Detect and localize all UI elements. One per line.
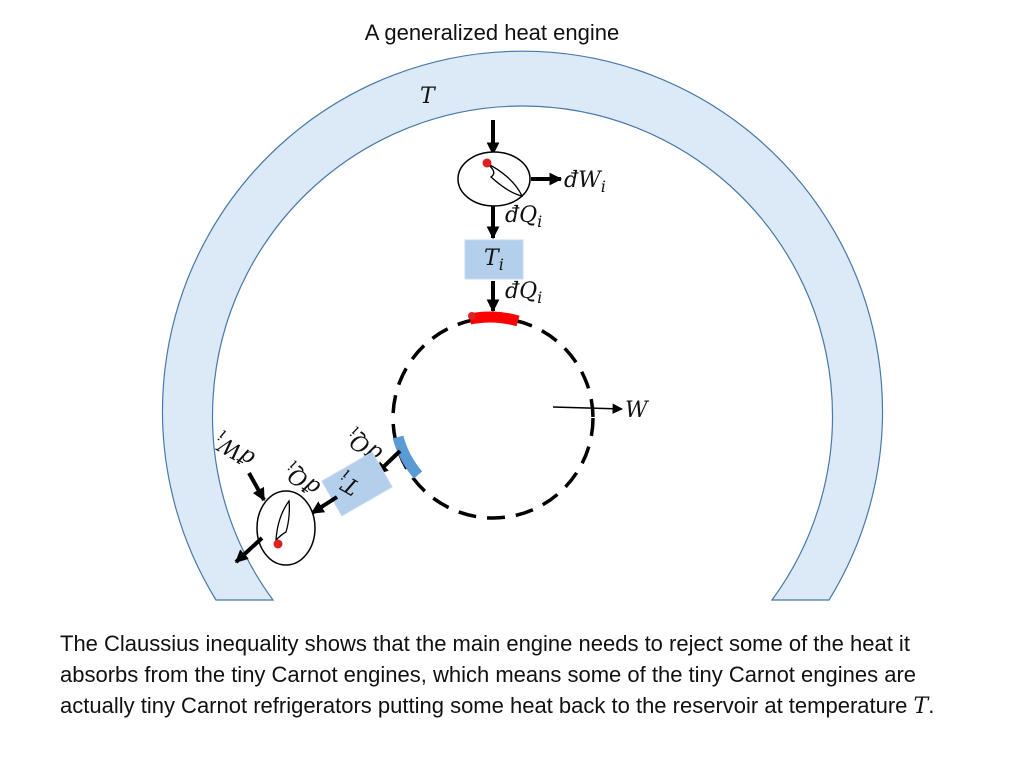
caption-end: . [928,693,935,718]
hot-heat-intake-arc [468,311,520,327]
heat-out-arrow-bottom [234,536,264,564]
heat-label-top-2: đQi [505,279,542,307]
work-in-arrow-bottom [247,472,266,502]
heat-label-top-1: đQi [505,203,542,231]
reservoir-temp-label: T [420,84,437,109]
work-label-bottom: đWi [210,426,260,471]
caption-paragraph: The Claussius inequality shows that the … [60,628,970,722]
caption-text: The Claussius inequality shows that the … [60,631,917,718]
intermediate-reservoir-top [464,239,524,280]
state-dot-main [468,312,476,320]
main-engine-cycle [391,316,595,520]
pv-cycle-icon-bottom [275,499,291,542]
reservoir-ring [161,50,884,601]
work-label-top: đWi [564,168,606,196]
cold-heat-reject-arc [392,435,423,479]
slide-title: A generalized heat engine [364,20,620,45]
work-label-main: W [625,398,650,423]
heat-arrow-bottom [310,495,339,515]
work-out-arrow-main [552,403,624,414]
heat-engine-diagram: T đWi đQi Ti đQi W đQi Ti đQi đWi [161,50,884,601]
tiny-engine-bottom [256,490,316,566]
state-dot-bottom [273,539,283,549]
pv-cycle-icon-top [487,163,524,197]
state-dot-top [482,158,492,168]
caption-math: T [913,694,929,719]
box-label-top: Ti [484,246,504,274]
